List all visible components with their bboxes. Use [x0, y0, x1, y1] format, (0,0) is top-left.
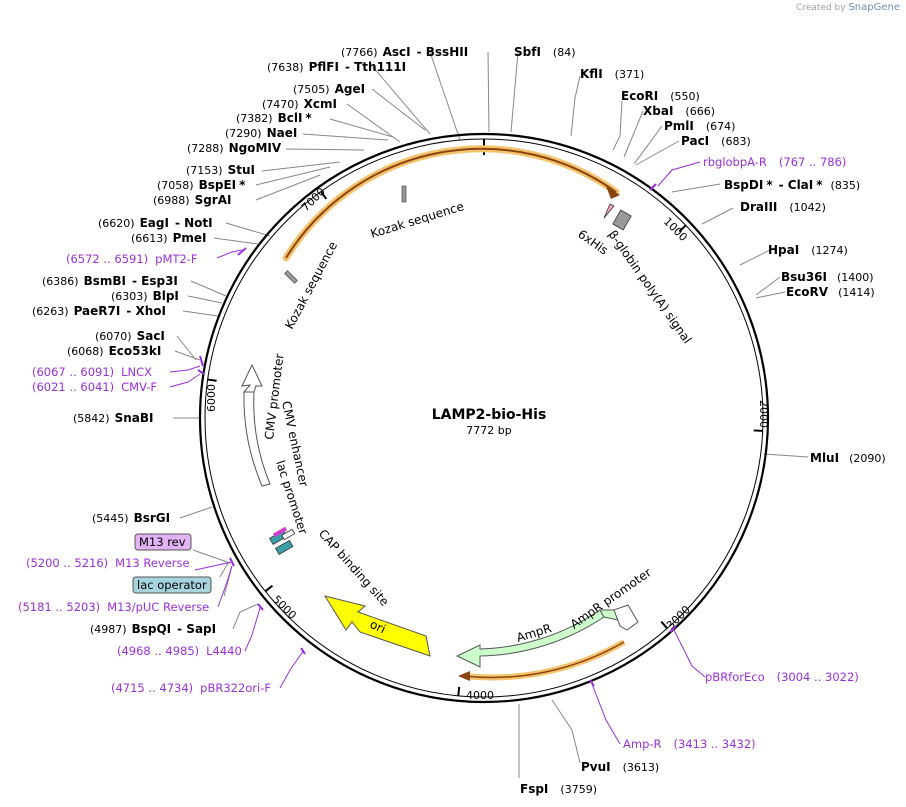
primer-rbglobpa-r[interactable]: rbglobpA-R(767 .. 786) — [703, 155, 846, 169]
tick-4000 — [457, 686, 461, 696]
m13-rev-box[interactable]: M13 rev — [134, 533, 192, 551]
tick-label-2000: 2000 — [757, 400, 770, 428]
ampr-promoter-feature[interactable] — [613, 604, 639, 631]
plasmid-name: LAMP2-bio-His — [432, 407, 547, 423]
primer-m13-puc-reverse[interactable]: (5181 .. 5203)M13/pUC Reverse — [18, 600, 209, 614]
site-xcmI[interactable]: (7470)XcmI — [262, 97, 337, 111]
site-naeI[interactable]: (7290)NaeI — [225, 126, 297, 140]
site-sacI[interactable]: (6070)SacI — [95, 329, 165, 343]
site-snaBI[interactable]: (5842)SnaBI — [73, 411, 153, 425]
primer-pbrforeco[interactable]: pBRforEco(3004 .. 3022) — [705, 670, 859, 684]
orf-top — [282, 145, 620, 262]
site-kflI[interactable]: KflI(371) — [580, 67, 644, 81]
site-draIII[interactable]: DraIII(1042) — [740, 200, 826, 214]
site-ascI[interactable]: (7766)AscI- BssHII — [341, 45, 468, 59]
tick-label-6000: 6000 — [205, 384, 218, 412]
position-ticks — [207, 139, 763, 696]
site-pmeI[interactable]: (6613)PmeI — [131, 231, 206, 245]
tick-1000 — [678, 224, 687, 233]
leader-lines — [173, 51, 809, 778]
site-sgrAI[interactable]: (6988)SgrAI — [153, 193, 231, 207]
his-tag-feature[interactable] — [603, 203, 615, 219]
site-pflFI[interactable]: (7638)PflFI- Tth111I — [267, 60, 406, 74]
ori-feature[interactable] — [323, 595, 431, 657]
lac-cap-features[interactable] — [269, 526, 296, 556]
site-bsmBI[interactable]: (6386)BsmBI- Esp3I — [42, 274, 178, 288]
tick-label-5000: 5000 — [270, 593, 299, 622]
site-paeR7I[interactable]: (6263)PaeR7I- XhoI — [32, 304, 166, 318]
site-stuI[interactable]: (7153)StuI — [186, 163, 255, 177]
primer-l4440[interactable]: (4968 .. 4985)L4440 — [117, 644, 242, 658]
primer-m13-reverse[interactable]: (5200 .. 5216)M13 Reverse — [26, 556, 190, 570]
primer-labels[interactable]: rbglobpA-R(767 .. 786) (6572 .. 6591)pMT… — [18, 155, 859, 751]
credit-prefix: Created by — [796, 3, 846, 13]
tick-3000 — [660, 620, 668, 630]
created-by-credit: Created by SnapGene — [796, 2, 900, 13]
kozak-label-1: Kozak sequence — [369, 199, 466, 241]
site-ecoRI[interactable]: EcoRI(550) — [621, 89, 700, 103]
globin-label: β-globin poly(A) signal — [606, 228, 695, 347]
site-bspEI[interactable]: (7058)BspEI* — [157, 178, 246, 192]
site-pacI[interactable]: PacI(683) — [681, 134, 751, 148]
plasmid-length: 7772 bp — [466, 424, 511, 437]
tick-5000 — [264, 584, 274, 593]
site-bsrGI[interactable]: (5445)BsrGI — [92, 511, 170, 525]
tick-label-4000: 4000 — [466, 689, 494, 702]
cmv-promoter-feature[interactable] — [241, 363, 263, 393]
site-blpI[interactable]: (6303)BlpI — [111, 289, 179, 303]
site-pvuI[interactable]: PvuI(3613) — [581, 760, 659, 774]
site-ngoMIV[interactable]: (7288)NgoMIV — [187, 141, 282, 155]
tick-6000 — [207, 378, 217, 382]
tick-7000 — [320, 191, 328, 200]
site-mluI[interactable]: MluI(2090) — [810, 451, 886, 465]
lac-operator-label: lac operator — [137, 578, 207, 592]
site-bspDI[interactable]: BspDI*- ClaI*(835) — [724, 178, 860, 192]
kozak-features[interactable] — [284, 185, 407, 284]
restriction-sites[interactable]: (7766)AscI- BssHII SbfI(84) (7638)PflFI-… — [32, 45, 886, 796]
site-bspQI[interactable]: (4987)BspQI- SapI — [90, 622, 216, 636]
primer-pbr322ori-f[interactable]: (4715 .. 4734)pBR322ori-F — [111, 681, 271, 695]
site-eco53kI[interactable]: (6068)Eco53kI — [67, 344, 161, 358]
m13-rev-label: M13 rev — [139, 535, 186, 549]
site-bclI[interactable]: (7382)BclI* — [236, 111, 312, 125]
ampr-feature[interactable] — [455, 609, 619, 668]
snapgene-brand: SnapGene — [848, 2, 900, 13]
site-ageI[interactable]: (7505)AgeI — [293, 82, 365, 96]
lac-operator-box[interactable]: lac operator — [132, 576, 212, 594]
globin-feature[interactable] — [612, 209, 632, 231]
site-ecoRV[interactable]: EcoRV(1414) — [786, 285, 875, 299]
his-label: 6xHis — [575, 227, 610, 258]
primer-marks — [197, 183, 677, 687]
ampr-promoter-label: AmpR promoter — [568, 565, 654, 631]
primer-pmt2-f[interactable]: (6572 .. 6591)pMT2-F — [66, 252, 197, 266]
site-fspI[interactable]: FspI(3759) — [520, 782, 597, 796]
primer-amp-r[interactable]: Amp-R(3413 .. 3432) — [623, 737, 756, 751]
primer-lncx[interactable]: (6067 .. 6091)LNCX — [32, 365, 152, 379]
primer-leaders — [169, 161, 706, 745]
site-eagI[interactable]: (6620)EagI- NotI — [98, 216, 213, 230]
primer-cmv-f[interactable]: (6021 .. 6041)CMV-F — [32, 380, 157, 394]
orf-ampr — [458, 639, 626, 681]
site-hpaI[interactable]: HpaI(1274) — [768, 243, 848, 257]
center-title: LAMP2-bio-His 7772 bp — [432, 407, 547, 437]
site-pmlI[interactable]: PmlI(674) — [664, 119, 735, 133]
ori-label: ori — [368, 617, 388, 636]
cmv-promoter-label: CMV promoter — [262, 353, 286, 441]
site-bsu36I[interactable]: Bsu36I(1400) — [781, 270, 874, 284]
site-xbaI[interactable]: XbaI(666) — [643, 104, 715, 118]
site-sbfI[interactable]: SbfI(84) — [514, 45, 576, 59]
